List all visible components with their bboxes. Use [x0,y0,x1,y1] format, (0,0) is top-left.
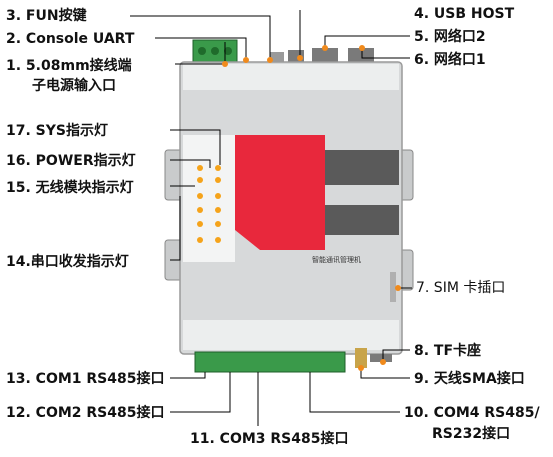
label-antenna: 9. 天线SMA接口 [414,371,525,387]
marker-4-icon [297,55,303,61]
leader-line-10 [309,372,400,413]
sys-led [215,165,221,171]
terminal-screw-icon [211,47,219,55]
leader-line-16 [170,159,211,168]
label-fun-button: 3. FUN按键 [6,8,87,24]
leader-line-6 [361,48,410,59]
rx1-led [215,193,221,199]
marker-7-icon [395,285,401,291]
label-ethernet2: 5. 网络口2 [414,29,486,45]
leader-line-1 [175,42,226,65]
sma-antenna-connector [355,348,367,368]
leader-line-12 [170,372,231,413]
rx2-led [215,207,221,213]
label-power-terminal-line2: 子电源输入口 [32,78,116,94]
brand-text: 智能通讯管理机 [312,255,361,264]
leader-line-8 [382,349,410,362]
leader-line-5 [324,35,410,48]
red-accent-panel [235,135,325,250]
label-sys-led: 17. SYS指示灯 [6,123,108,139]
led-panel [183,135,235,262]
leader-line-13 [170,372,206,379]
label-wireless-led: 15. 无线模块指示灯 [6,180,134,196]
marker-9-icon [358,365,364,371]
label-ethernet1: 6. 网络口1 [414,52,486,68]
wan-led [197,177,203,183]
tx2-led [197,207,203,213]
pwr-led [197,165,203,171]
marker-6-icon [359,45,365,51]
marker-1-icon [222,61,228,67]
label-com1: 13. COM1 RS485接口 [6,371,165,387]
terminal-screw-icon [198,47,206,55]
rx4-led [215,237,221,243]
label-serial-led: 14.串口收发指示灯 [6,254,129,270]
label-power-led: 16. POWER指示灯 [6,153,136,169]
label-console-uart: 2. Console UART [6,31,135,47]
top-label-strip [183,64,399,90]
bottom-label-strip [183,320,399,350]
fun-button-housing [270,52,284,64]
tx1-led [197,193,203,199]
marker-8-icon [380,359,386,365]
spd-led [215,177,221,183]
terminal-screw-icon [224,47,232,55]
led-group [197,165,221,243]
marker-2-icon [243,57,249,63]
leader-line-14 [170,196,181,261]
label-com3: 11. COM3 RS485接口 [190,431,349,447]
label-sim-slot: 7. SIM 卡插口 [416,280,506,296]
label-com2: 12. COM2 RS485接口 [6,405,165,421]
label-tf-card: 8. TF卡座 [414,343,482,359]
sim-card-slot [390,272,396,302]
marker-3-icon [267,57,273,63]
leader-line-17 [170,129,221,165]
rx3-led [215,221,221,227]
label-usb-host: 4. USB HOST [414,6,515,22]
leader-line-9 [360,368,410,379]
tx4-led [197,237,203,243]
tf-card-slot [370,354,392,362]
label-com4-line2: RS232接口 [432,426,511,442]
label-com4-line1: 10. COM4 RS485/ [404,405,540,421]
ethernet2-port [312,48,338,64]
leader-line-3 [130,15,271,58]
tx3-led [197,221,203,227]
bottom-terminal-block [194,351,346,373]
ethernet1-port [348,48,374,64]
marker-5-icon [322,45,328,51]
leader-line-2 [155,37,247,58]
label-power-terminal-line1: 1. 5.08mm接线端 [6,58,132,74]
